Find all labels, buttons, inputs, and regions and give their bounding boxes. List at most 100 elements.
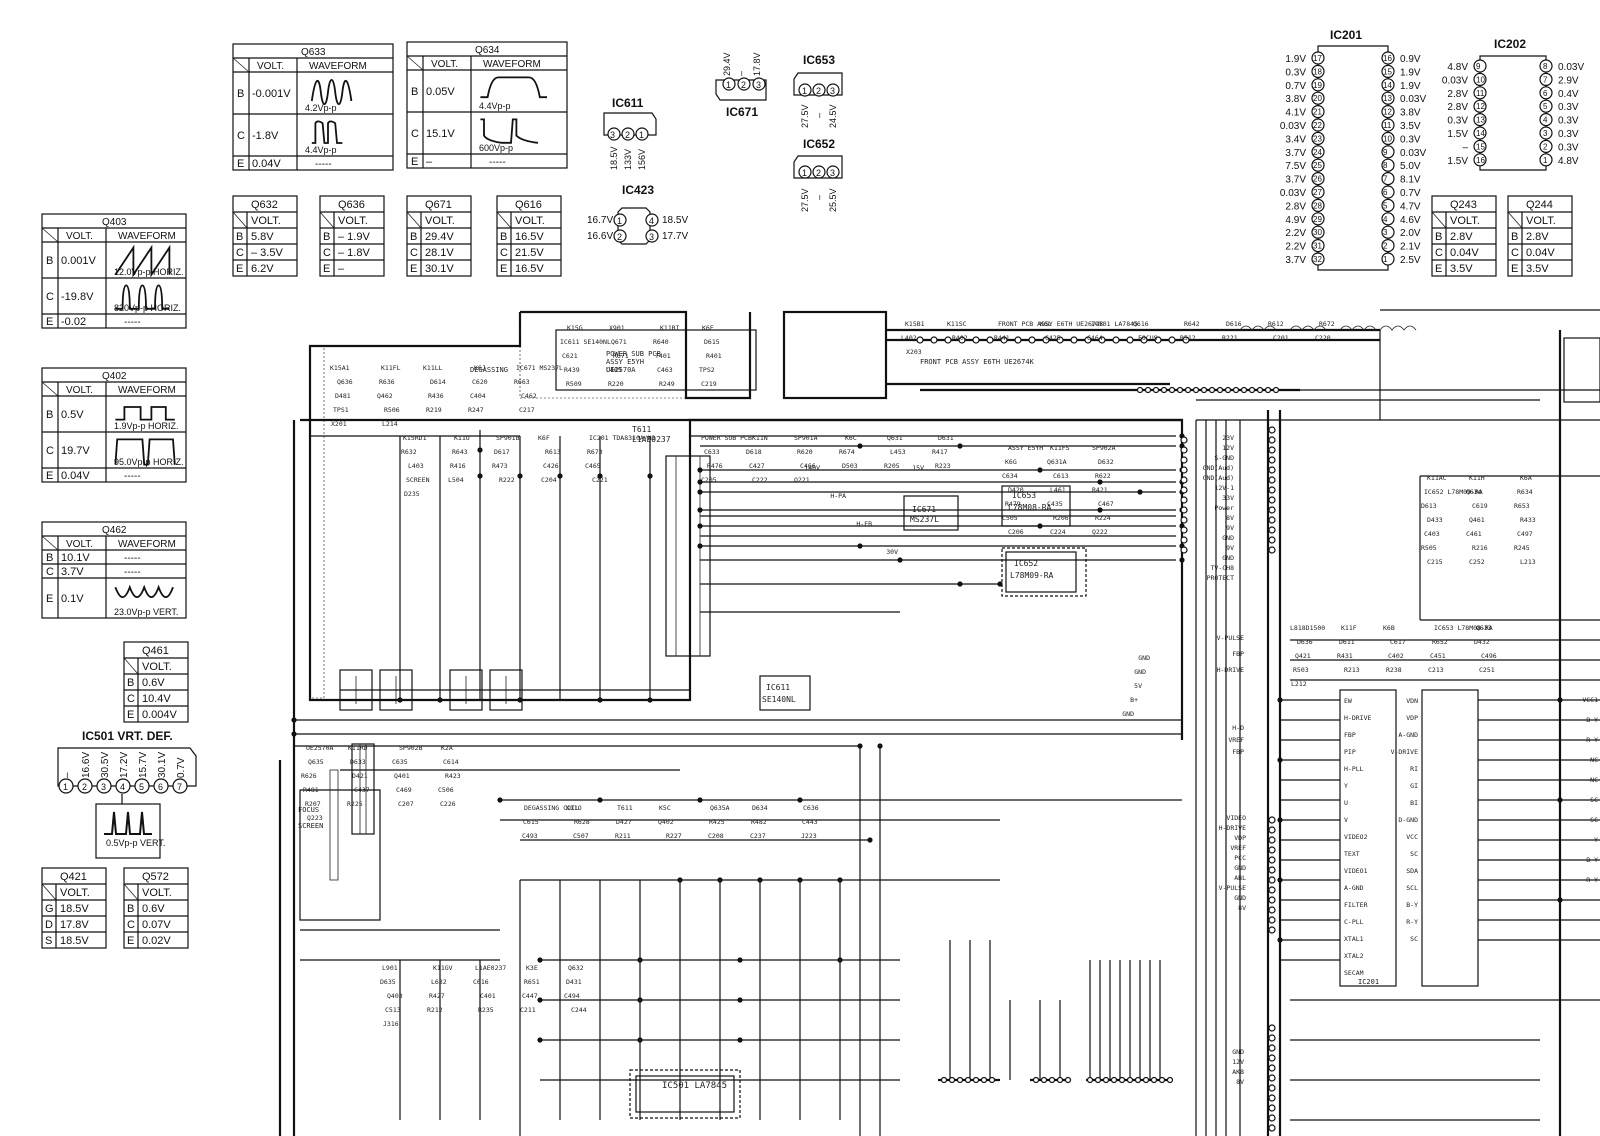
svg-text:C: C: [411, 128, 419, 140]
svg-text:0.9V: 0.9V: [1400, 54, 1421, 65]
part-label: C435: [1047, 500, 1063, 508]
svg-text:5.8V: 5.8V: [251, 231, 274, 243]
part-label: POWER SUB PCB: [701, 434, 752, 442]
svg-text:12: 12: [1383, 108, 1392, 117]
part-label: C513: [385, 1006, 401, 1014]
part-label: D615: [704, 338, 720, 346]
part-label: K6G: [1005, 458, 1017, 466]
part-label: T611: [617, 804, 633, 812]
svg-text:L1AE0237: L1AE0237: [632, 435, 671, 444]
svg-text:C: C: [1511, 247, 1519, 259]
svg-text:9: 9: [1476, 62, 1481, 71]
svg-text:–: –: [814, 113, 824, 118]
part-label: C465: [585, 462, 601, 470]
svg-text:SC: SC: [1590, 816, 1598, 824]
svg-text:13: 13: [1383, 94, 1392, 103]
svg-text:VDP: VDP: [1406, 714, 1418, 722]
part-label: C405: [606, 366, 622, 374]
svg-text:VOLT.: VOLT.: [66, 385, 93, 396]
svg-text:2.8V: 2.8V: [1447, 89, 1468, 100]
svg-text:4.1V: 4.1V: [1285, 108, 1306, 119]
svg-text:0.5Vp-p VERT.: 0.5Vp-p VERT.: [106, 838, 165, 848]
part-label: SP901B: [496, 434, 520, 442]
part-label: R613: [545, 448, 561, 456]
net-label: VREF: [1228, 736, 1244, 744]
svg-text:0.001V: 0.001V: [61, 255, 97, 267]
part-label: R223: [935, 462, 951, 470]
svg-text:D-GND: D-GND: [1398, 816, 1418, 824]
svg-text:3.5V: 3.5V: [1450, 263, 1473, 275]
svg-text:-----: -----: [315, 159, 332, 170]
net-label: TV-CH8: [1211, 564, 1235, 572]
svg-text:Q572: Q572: [142, 871, 169, 883]
part-label: IC611 SE140NL: [560, 338, 611, 346]
svg-text:16: 16: [1383, 54, 1392, 63]
svg-text:18.5V: 18.5V: [60, 935, 89, 947]
part-label: D616: [1226, 320, 1242, 328]
part-label: C620: [472, 378, 488, 386]
part-label: L632: [431, 978, 447, 986]
part-label: K11GV: [433, 964, 453, 972]
net-label: 12V: [1232, 1058, 1244, 1066]
part-label: R227: [666, 832, 682, 840]
part-label: K11O: [566, 804, 582, 812]
svg-text:-19.8V: -19.8V: [61, 291, 94, 303]
svg-text:1: 1: [639, 130, 644, 140]
part-label: R416: [450, 462, 466, 470]
svg-text:-----: -----: [124, 317, 141, 328]
part-label: D611: [1339, 638, 1355, 646]
part-label: R238: [1386, 666, 1402, 674]
svg-text:1: 1: [617, 216, 622, 226]
svg-text:XTAL1: XTAL1: [1344, 935, 1364, 943]
t611-transformer: [665, 455, 711, 657]
net-label: S-GND: [1214, 454, 1234, 462]
svg-text:17.8V: 17.8V: [752, 52, 762, 76]
svg-text:B: B: [127, 903, 134, 915]
svg-text:7: 7: [177, 782, 182, 792]
part-label: IC671 MS237L: [516, 364, 563, 372]
svg-text:BI: BI: [1410, 799, 1418, 807]
svg-text:27: 27: [1313, 188, 1322, 197]
net-label: 140V: [804, 464, 820, 472]
svg-text:18.5V: 18.5V: [662, 215, 688, 226]
svg-text:WAVEFORM: WAVEFORM: [118, 385, 176, 396]
svg-text:IC671: IC671: [912, 505, 936, 514]
part-label: D427: [616, 818, 632, 826]
svg-text:4: 4: [1543, 116, 1548, 125]
svg-text:2: 2: [82, 782, 87, 792]
part-label: L453: [890, 448, 906, 456]
part-label: C205: [701, 476, 717, 484]
svg-text:1: 1: [802, 86, 807, 96]
part-label: Q636: [337, 378, 353, 386]
net-label: H-D: [1232, 724, 1244, 732]
svg-text:30: 30: [1313, 228, 1322, 237]
svg-text:5.0V: 5.0V: [1400, 161, 1421, 172]
part-label: R503: [1293, 666, 1309, 674]
part-label: K2A: [441, 744, 453, 752]
svg-text:H-DRIVE: H-DRIVE: [1344, 714, 1371, 722]
svg-text:6: 6: [158, 782, 163, 792]
part-label: D420: [1008, 486, 1024, 494]
part-label: C451: [1430, 652, 1446, 660]
part-label: C621: [562, 352, 578, 360]
part-label: C507: [573, 832, 589, 840]
part-label: Q633: [1476, 624, 1492, 632]
part-label: C616: [473, 978, 489, 986]
svg-text:0.03V: 0.03V: [1280, 188, 1306, 199]
part-label: D636: [1297, 638, 1313, 646]
ic501-pinout: IC501 VRT. DEF. 1–216.6V330.5V417.2V515.…: [57, 729, 197, 859]
svg-text:3.7V: 3.7V: [1285, 148, 1306, 159]
part-label: R417: [932, 448, 948, 456]
svg-text:29.4V: 29.4V: [722, 52, 732, 76]
part-label: FRONT PCB ASSY E6TH UE2674K: [998, 320, 1104, 328]
svg-text:Y: Y: [1594, 836, 1598, 844]
part-label: Q403: [387, 992, 403, 1000]
schematic-junction-dots: [291, 426, 1563, 1132]
svg-text:E: E: [410, 263, 417, 275]
svg-text:16.6V: 16.6V: [587, 231, 613, 242]
part-label: C201: [1273, 334, 1289, 342]
net-label: GND: [1122, 710, 1134, 718]
svg-text:0.5V: 0.5V: [61, 409, 84, 421]
